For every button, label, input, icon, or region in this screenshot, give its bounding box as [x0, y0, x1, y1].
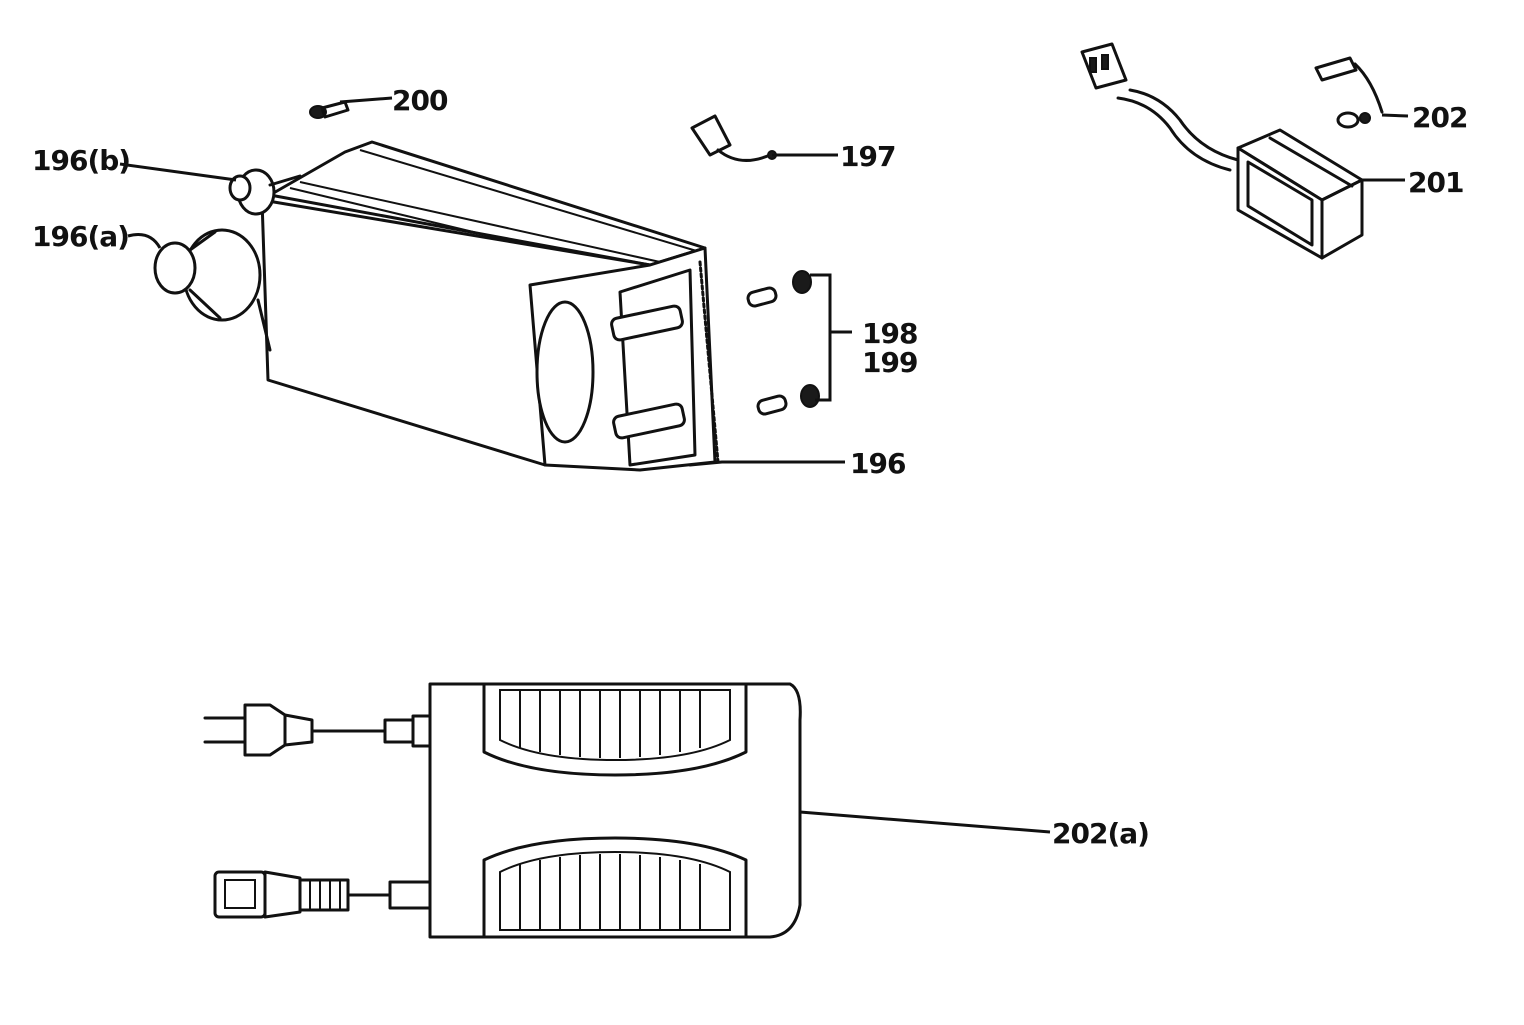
label-196: 196	[850, 447, 905, 480]
dc-cord-connector	[213, 870, 432, 919]
label-200: 200	[392, 84, 448, 117]
screw-200	[309, 100, 350, 119]
ac-cord-plug	[203, 703, 432, 757]
leader-lines	[119, 96, 1409, 834]
screw-202	[1314, 56, 1384, 129]
connector-196b	[228, 168, 302, 216]
battery-box-196	[260, 140, 724, 472]
label-198: 198	[862, 317, 917, 350]
label-196b: 196(b)	[32, 144, 130, 177]
label-197: 197	[840, 140, 895, 173]
screws-198-199	[746, 270, 820, 416]
label-201: 201	[1408, 166, 1463, 199]
label-199: 199	[862, 346, 917, 379]
terminal-197	[690, 114, 777, 162]
charger-202a	[428, 682, 802, 939]
label-202a: 202(a)	[1052, 817, 1149, 850]
label-196a: 196(a)	[32, 220, 129, 253]
control-box-201	[1080, 42, 1364, 260]
label-202: 202	[1412, 101, 1467, 134]
connector-196a	[153, 228, 272, 352]
